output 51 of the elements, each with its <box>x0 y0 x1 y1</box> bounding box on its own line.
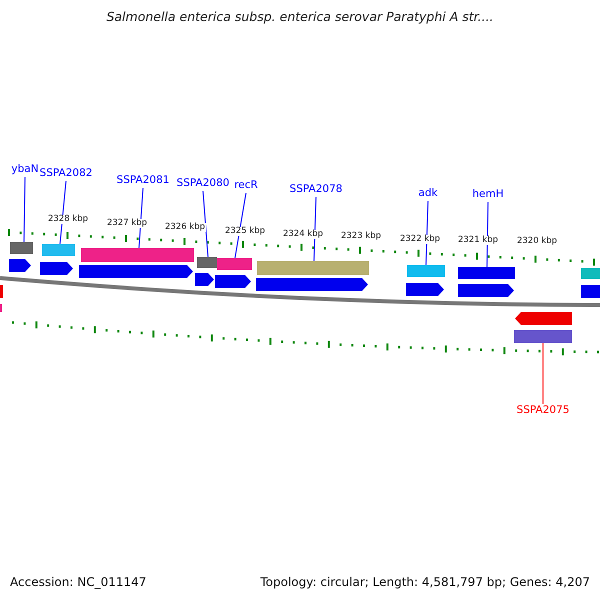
gene-feature <box>9 259 31 272</box>
scale-label: 2324 kbp <box>282 230 324 238</box>
leader-line <box>138 188 144 248</box>
feature-bar <box>514 330 572 343</box>
scale-label: 2326 kbp <box>164 223 206 232</box>
gene-label: SSPA2080 <box>176 178 230 190</box>
gene-feature <box>581 285 600 298</box>
scale-label: 2325 kbp <box>224 227 266 236</box>
leader-line <box>202 190 208 258</box>
gene-feature <box>0 285 3 298</box>
feature-bar <box>407 265 445 277</box>
gene-feature <box>458 284 514 297</box>
leader-line <box>234 192 246 258</box>
gene-feature <box>515 312 572 325</box>
feature-bar <box>257 261 369 275</box>
scale-label: 2321 kbp <box>456 236 500 244</box>
gene-label: ybaN <box>11 164 39 176</box>
gene-feature <box>406 283 444 296</box>
feature-bar <box>197 257 217 268</box>
gene-feature <box>79 265 193 278</box>
scale-label: 2327 kbp <box>106 219 148 228</box>
gene-feature <box>256 278 368 291</box>
leader-line <box>426 200 428 266</box>
gene-label: hemH <box>472 189 504 201</box>
scale-label: 2323 kbp <box>340 232 382 240</box>
gene-feature <box>40 262 73 275</box>
gene-label: SSPA2081 <box>116 175 170 187</box>
gene-label: SSPA2078 <box>290 184 342 196</box>
feature-bar <box>581 268 600 279</box>
gene-label: SSPA2075 <box>516 405 570 417</box>
accession-text: Accession: NC_011147 <box>10 576 146 588</box>
scale-label: 2320 kbp <box>516 237 558 246</box>
gene-feature <box>215 275 251 288</box>
gene-feature <box>195 273 214 286</box>
scale-label: 2322 kbp <box>398 235 442 244</box>
leader-line <box>542 342 544 404</box>
feature-bar <box>217 258 252 270</box>
scale-label: 2328 kbp <box>46 215 90 224</box>
feature-bar <box>10 242 33 254</box>
feature-bar <box>42 244 75 256</box>
title: Salmonella enterica subsp. enterica serovar Paratyphi A str.... <box>105 11 495 24</box>
leader-line <box>60 180 66 244</box>
leader-line <box>314 196 316 262</box>
feature-bar <box>458 267 515 279</box>
gene-label: adk <box>418 188 438 200</box>
gene-label: SSPA2082 <box>40 168 92 180</box>
genome-stats-text: Topology: circular; Length: 4,581,797 bp; Genes: 4,207 <box>260 576 590 588</box>
leader-line <box>486 202 488 268</box>
leader-line <box>24 176 26 242</box>
feature-bar <box>81 248 194 262</box>
gene-label: recR <box>234 180 258 192</box>
